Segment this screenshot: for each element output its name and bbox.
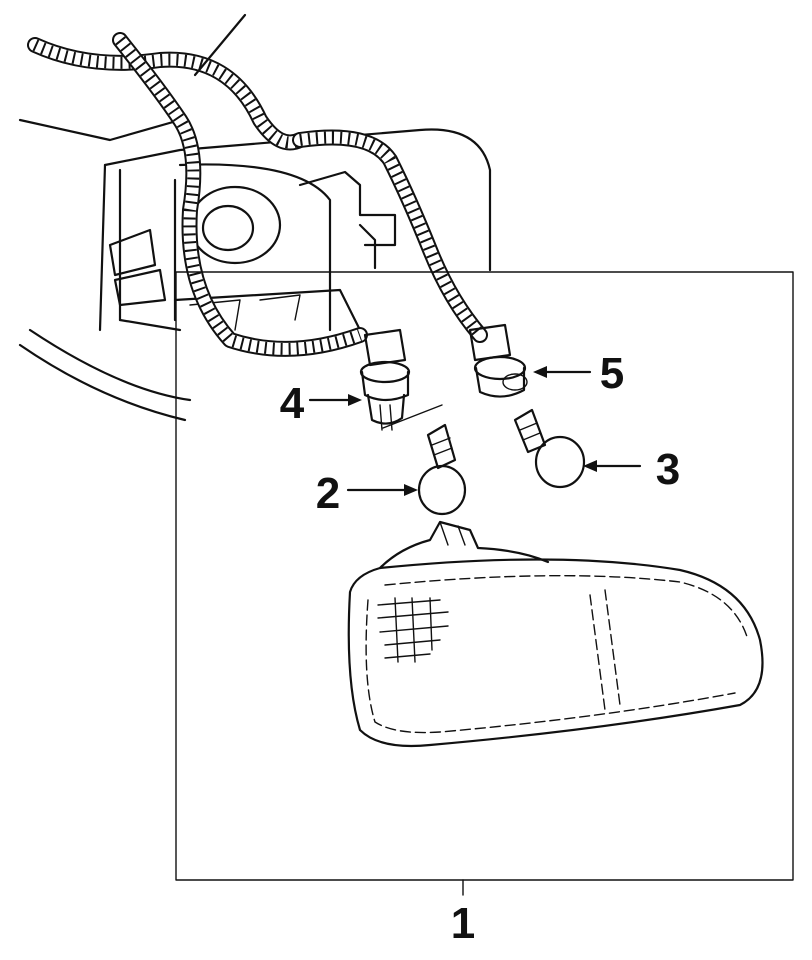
bulb-2 bbox=[382, 404, 467, 516]
socket-5 bbox=[468, 323, 528, 398]
bulb-3 bbox=[513, 408, 586, 489]
callout-5: 5 bbox=[600, 349, 624, 398]
callout-1: 1 bbox=[451, 899, 475, 948]
vehicle-housing bbox=[18, 118, 492, 422]
callout-3: 3 bbox=[656, 445, 680, 494]
leader-lines bbox=[308, 366, 642, 496]
wiring-harness bbox=[27, 13, 488, 357]
assembly-box bbox=[175, 271, 794, 881]
callout-4: 4 bbox=[280, 379, 305, 428]
lamp-lens bbox=[347, 520, 764, 748]
socket-4 bbox=[359, 328, 411, 431]
callout-2: 2 bbox=[316, 469, 340, 518]
